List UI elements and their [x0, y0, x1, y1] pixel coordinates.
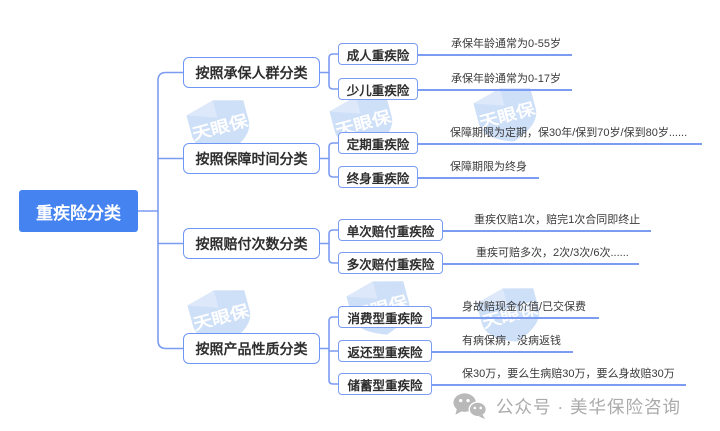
- child-node-adult: 成人重疾险: [338, 43, 418, 65]
- leaf-text: 承保年龄通常为0-55岁: [451, 38, 562, 50]
- leaf-text: 重疾可赔多次，2次/3次/6次......: [476, 247, 629, 259]
- shield-icon: 天眼保: [476, 288, 540, 342]
- child-node-term: 定期重疾险: [338, 132, 418, 154]
- child-node-multi-payout: 多次赔付重疾险: [338, 252, 443, 274]
- child-node-single-payout: 单次赔付重疾险: [338, 219, 443, 241]
- leaf-note: 有病保病，没病返钱: [432, 332, 573, 353]
- child-node-consumption: 消费型重疾险: [338, 306, 432, 328]
- branch-node-payout-times: 按照赔付次数分类: [183, 228, 320, 259]
- leaf-note: 重疾仅赔1次，赔完1次合同即终止: [443, 211, 651, 232]
- leaf-text: 承保年龄通常为0-17岁: [451, 73, 562, 85]
- child-label: 多次赔付重疾险: [346, 257, 435, 272]
- footer-text: 公众号 · 美华保险咨询: [496, 396, 682, 417]
- child-node-whole-life: 终身重疾险: [338, 166, 418, 188]
- child-label: 终身重疾险: [346, 171, 410, 186]
- watermark-logo: 天眼保: [468, 277, 551, 353]
- leaf-text: 重疾仅赔1次，赔完1次合同即终止: [474, 214, 641, 226]
- root-label: 重疾险分类: [36, 203, 121, 223]
- watermark-logo: 天眼保: [179, 279, 262, 355]
- leaf-text: 有病保病，没病返钱: [462, 335, 561, 347]
- branch-label: 按照保障时间分类: [195, 150, 308, 167]
- child-node-savings: 储蓄型重疾险: [338, 373, 432, 395]
- child-label: 消费型重疾险: [347, 311, 423, 326]
- branch-label: 按照产品性质分类: [195, 340, 308, 357]
- branch-node-product-nature: 按照产品性质分类: [183, 333, 320, 364]
- branch-label: 按照承保人群分类: [195, 64, 308, 81]
- child-node-minor: 少儿重疾险: [338, 78, 418, 100]
- leaf-note: 身故赔现金价值/已交保费: [432, 298, 599, 319]
- shield-icon: 天眼保: [473, 88, 537, 142]
- branch-label: 按照赔付次数分类: [195, 235, 308, 252]
- leaf-note: 保障期限为终身: [417, 158, 539, 179]
- child-label: 返还型重疾险: [347, 345, 423, 360]
- child-label: 成人重疾险: [346, 48, 410, 63]
- leaf-text: 保障期限为定期，保30年/保到70岁/保到80岁......: [450, 127, 688, 139]
- leaf-text: 保障期限为终身: [450, 161, 527, 173]
- leaf-note: 承保年龄通常为0-55岁: [418, 35, 572, 56]
- footer-credit: 公众号 · 美华保险咨询: [452, 392, 681, 420]
- child-node-return: 返还型重疾险: [338, 340, 432, 362]
- root-node: 重疾险分类: [19, 190, 138, 232]
- watermark-logo: 天眼保: [465, 77, 548, 153]
- branch-node-coverage-period: 按照保障时间分类: [183, 143, 320, 174]
- leaf-note: 重疾可赔多次，2次/3次/6次......: [443, 244, 639, 265]
- child-label: 储蓄型重疾险: [347, 378, 423, 393]
- shield-icon: 天眼保: [186, 100, 250, 154]
- shield-icon: 天眼保: [187, 290, 251, 344]
- leaf-text: 保30万，要么生病赔30万，要么身故赔30万: [462, 368, 675, 380]
- child-label: 定期重疾险: [346, 137, 410, 152]
- leaf-note: 承保年龄通常为0-17岁: [418, 70, 572, 91]
- leaf-note: 保障期限为定期，保30年/保到70岁/保到80岁......: [417, 124, 702, 145]
- child-label: 少儿重疾险: [346, 83, 410, 98]
- leaf-text: 身故赔现金价值/已交保费: [462, 301, 587, 313]
- child-label: 单次赔付重疾险: [346, 224, 435, 239]
- watermark-logo: 天眼保: [178, 89, 261, 165]
- branch-node-insured-group: 按照承保人群分类: [183, 57, 320, 88]
- leaf-note: 保30万，要么生病赔30万，要么身故赔30万: [432, 365, 686, 386]
- wechat-icon: [453, 393, 487, 420]
